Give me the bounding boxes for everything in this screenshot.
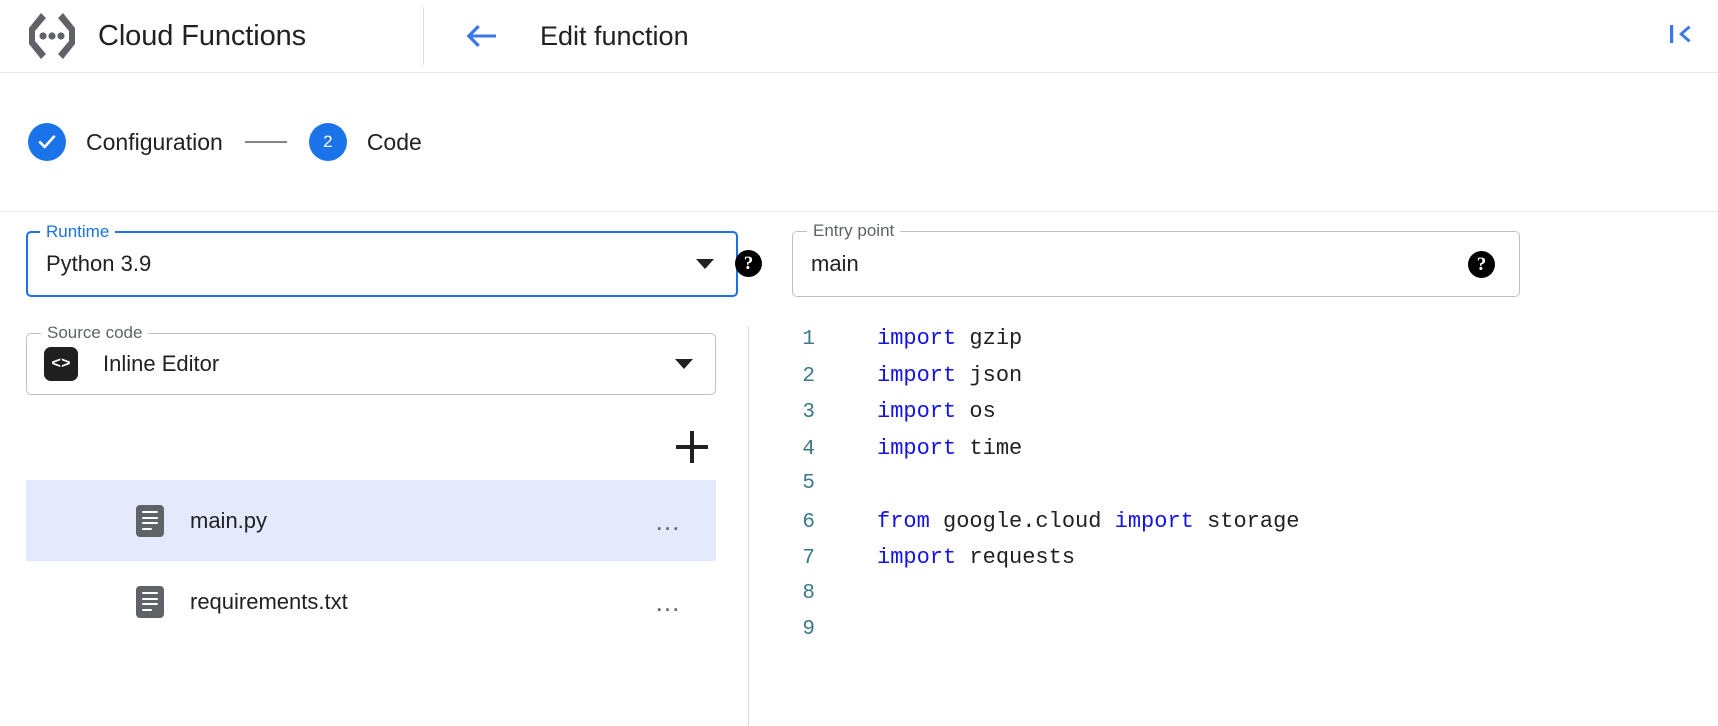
line-number: 2 <box>802 364 815 388</box>
code-line: 8 <box>749 582 1718 619</box>
wizard-stepper: Configuration 2 Code <box>0 73 1718 212</box>
file-row-main-py[interactable]: main.py … <box>26 480 716 561</box>
collapse-panel-button[interactable] <box>1658 12 1702 56</box>
code-text: json <box>956 362 1023 388</box>
file-document-icon <box>136 504 164 537</box>
step-configuration[interactable]: Configuration <box>28 123 223 161</box>
code-text: time <box>956 435 1023 461</box>
app-header: Cloud Functions Edit function <box>0 0 1718 73</box>
code-line: 1 import gzip <box>749 326 1718 363</box>
chevron-down-icon[interactable] <box>675 359 693 369</box>
brand-area[interactable]: Cloud Functions <box>0 0 423 72</box>
code-keyword: from <box>877 508 930 534</box>
step-configuration-label: Configuration <box>86 128 223 155</box>
entry-point-help-icon[interactable]: ? <box>1468 251 1495 278</box>
code-text: storage <box>1193 508 1300 534</box>
add-file-button[interactable] <box>668 423 716 471</box>
step-code[interactable]: 2 Code <box>308 123 422 161</box>
line-content[interactable]: import time <box>821 436 1022 461</box>
collapse-panel-left-icon <box>1670 25 1691 43</box>
code-keyword: import <box>877 362 957 388</box>
step-connector <box>244 141 287 143</box>
line-number: 1 <box>802 328 815 351</box>
entry-point-value: main <box>811 251 859 276</box>
code-line: 9 <box>749 618 1718 655</box>
file-row-requirements-txt[interactable]: requirements.txt … <box>26 561 716 642</box>
entry-point-row: Entry point main ? <box>792 221 1520 297</box>
code-text: google.cloud <box>929 508 1115 534</box>
step-code-label: Code <box>366 128 422 155</box>
entry-point-input[interactable]: Entry point main ? <box>792 221 1520 297</box>
page-title: Edit function <box>540 20 689 51</box>
file-document-icon <box>136 585 164 618</box>
file-more-button[interactable]: … <box>654 586 682 617</box>
line-number: 3 <box>802 401 815 424</box>
file-name: requirements.txt <box>190 588 348 614</box>
left-pane: Runtime Python 3.9 ? Source code <> Inli… <box>0 212 762 726</box>
line-number: 8 <box>802 581 815 605</box>
code-keyword: import <box>877 399 957 424</box>
code-keyword: import <box>877 545 957 570</box>
header-divider <box>423 7 424 65</box>
code-line: 3 import os <box>749 399 1718 436</box>
step-configuration-marker <box>28 123 66 161</box>
runtime-value: Python 3.9 <box>46 251 152 276</box>
line-number: 7 <box>802 547 815 570</box>
source-code-value: Inline Editor <box>103 351 220 376</box>
code-keyword: import <box>877 435 957 461</box>
code-line: 5 <box>749 472 1718 509</box>
runtime-label: Runtime <box>40 222 116 242</box>
source-code-select[interactable]: Source code <> Inline Editor <box>26 323 716 395</box>
code-keyword: import <box>877 326 957 351</box>
step-code-marker: 2 <box>308 123 347 161</box>
code-line: 7 import requests <box>749 545 1718 582</box>
line-content[interactable]: import requests <box>821 545 1075 570</box>
code-text: gzip <box>956 326 1023 351</box>
product-title: Cloud Functions <box>98 19 307 52</box>
file-list: main.py … requirements.txt … <box>26 480 716 642</box>
content-area: Runtime Python 3.9 ? Source code <> Inli… <box>0 212 1718 726</box>
code-icon: <> <box>44 347 78 381</box>
file-name: main.py <box>190 507 268 533</box>
code-text: requests <box>956 545 1076 570</box>
runtime-select[interactable]: Runtime Python 3.9 <box>26 222 738 297</box>
arrow-back-icon <box>466 25 496 47</box>
line-number: 6 <box>802 510 815 534</box>
chevron-down-icon[interactable] <box>696 259 714 269</box>
line-content[interactable]: import json <box>821 363 1022 388</box>
check-icon <box>38 135 56 149</box>
line-number: 5 <box>802 472 815 495</box>
source-code-label: Source code <box>41 323 149 343</box>
line-content[interactable]: import gzip <box>821 326 1022 351</box>
entry-point-label: Entry point <box>807 221 901 241</box>
runtime-help-icon[interactable]: ? <box>735 250 762 277</box>
back-button[interactable] <box>456 11 506 61</box>
add-file-icon-vertical <box>690 431 694 463</box>
file-more-button[interactable]: … <box>654 505 682 536</box>
line-number: 9 <box>802 618 815 641</box>
runtime-row: Runtime Python 3.9 ? <box>26 222 762 297</box>
line-content[interactable]: import os <box>821 399 996 424</box>
code-text: os <box>956 399 996 424</box>
code-keyword: import <box>1114 508 1194 534</box>
line-number: 4 <box>802 437 815 461</box>
line-content[interactable]: from google.cloud import storage <box>821 509 1300 534</box>
cloud-functions-logo-icon <box>22 8 82 64</box>
